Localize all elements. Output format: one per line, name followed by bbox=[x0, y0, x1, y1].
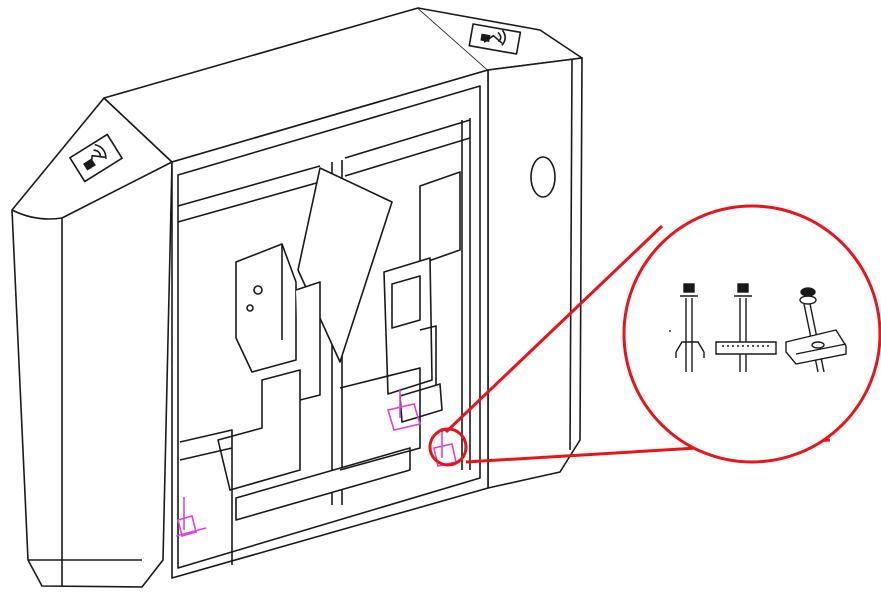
magnified-anchor-bolts bbox=[669, 283, 847, 373]
left-drive-unit bbox=[217, 243, 321, 491]
anchor-bolt-with-rail-icon bbox=[715, 283, 777, 372]
expansion-anchor-bolt-icon bbox=[669, 283, 705, 372]
anchor-bolt-left-icon bbox=[175, 497, 207, 537]
detail-callout bbox=[428, 204, 881, 467]
anchor-bolt-middle-icon bbox=[386, 390, 422, 431]
right-drive-unit bbox=[383, 171, 461, 423]
base-floor bbox=[179, 367, 421, 565]
card-reader-icon bbox=[69, 133, 123, 183]
callout-magnified-circle bbox=[622, 204, 881, 464]
cable-port-icon bbox=[530, 156, 556, 198]
anchor-bolt-with-bracket-icon bbox=[785, 287, 847, 373]
card-reader-icon bbox=[468, 23, 522, 55]
left-side-wing bbox=[11, 97, 173, 588]
flap-panel bbox=[297, 167, 393, 363]
